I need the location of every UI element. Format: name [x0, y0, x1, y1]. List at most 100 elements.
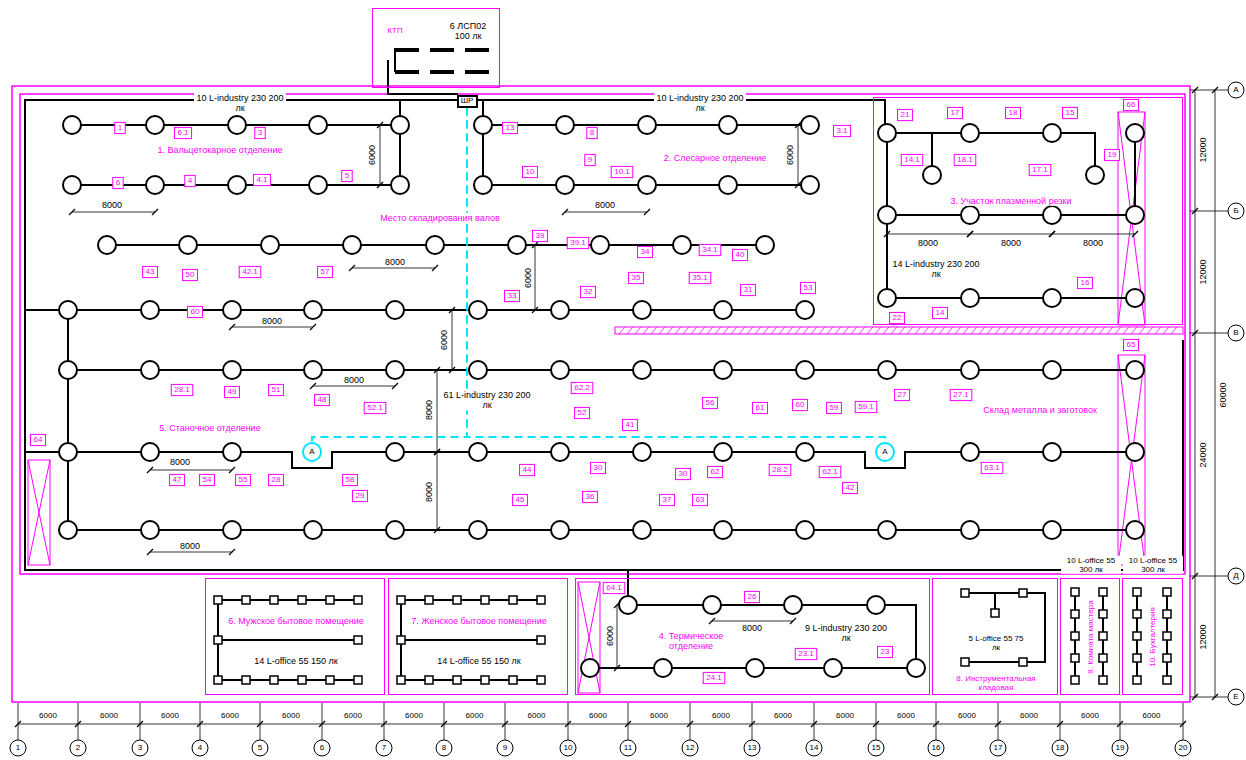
dimension-text: 6000	[711, 711, 731, 720]
equipment-number: 13	[505, 123, 516, 132]
dimension-text: 12000	[1198, 623, 1208, 650]
axis-mark: 11	[623, 743, 633, 752]
dimension-tick	[1117, 721, 1123, 727]
lamp-symbol	[386, 443, 404, 461]
wall-hatch	[883, 327, 889, 334]
equipment-number: 40	[735, 250, 746, 259]
equipment-number: 9	[587, 155, 593, 164]
equipment-number: 54	[202, 475, 213, 484]
lamp-symbol	[756, 236, 774, 254]
wall-hatch	[635, 327, 641, 334]
axis-mark: 20	[1178, 743, 1189, 752]
dimension-text: 8000	[101, 200, 123, 210]
lamp-symbol	[386, 361, 404, 379]
lamp-symbol	[551, 361, 569, 379]
lamp-symbol	[453, 676, 461, 684]
dimension-line	[444, 703, 445, 740]
equipment-number: 35	[631, 273, 642, 282]
gate-cross	[1118, 355, 1145, 565]
equipment-outline	[591, 462, 606, 473]
lamp-symbol	[141, 361, 159, 379]
equipment-outline	[585, 154, 595, 165]
room-name: 7. Женское бытовое помещение	[410, 616, 547, 626]
equipment-outline	[170, 474, 185, 485]
lamp-symbol	[961, 658, 969, 666]
dimension-text: 8000	[741, 623, 763, 633]
lamp-symbol	[146, 176, 164, 194]
equipment-outline	[315, 394, 330, 405]
dimension-tick	[1192, 694, 1198, 700]
lamp-symbol	[298, 676, 306, 684]
equipment-outline	[833, 125, 850, 136]
dimension-tick	[152, 209, 158, 215]
dimension-text: 6000	[588, 711, 608, 720]
lamp-symbol	[867, 596, 885, 614]
wall-hatch	[643, 327, 649, 334]
lamp-symbol	[481, 676, 489, 684]
equipment-number: 18	[1008, 108, 1019, 117]
wall-hatch	[979, 327, 985, 334]
wall-hatch	[1123, 327, 1129, 334]
dimension-tick	[995, 721, 1001, 727]
equipment-outline	[948, 107, 963, 118]
dimension-text: 6000	[605, 625, 615, 647]
equipment-number: 42	[845, 483, 856, 492]
wall-hatch	[1115, 327, 1121, 334]
dimension-text: 6000	[785, 144, 795, 166]
room-outline: 5 L-office 55 75 лк8. Инструментальная к…	[932, 578, 1058, 695]
dimension-line	[1183, 703, 1184, 740]
lamp-symbol	[703, 596, 721, 614]
lighting-wire	[590, 570, 916, 668]
lamp-symbol	[426, 236, 444, 254]
dimension-line	[1215, 90, 1216, 697]
dimension-line	[452, 310, 453, 370]
lamp-symbol	[551, 443, 569, 461]
gate-cross	[1118, 112, 1145, 325]
lamp-symbol	[270, 676, 278, 684]
lamp-symbol	[430, 70, 454, 74]
axis-circle	[928, 740, 944, 756]
dimension-text: 6000	[957, 711, 977, 720]
equipment-outline	[1105, 149, 1120, 160]
dimension-tick	[434, 449, 440, 455]
lamp-symbol	[907, 659, 925, 677]
equipment-number: 61	[755, 403, 766, 412]
lamp-symbol	[619, 596, 637, 614]
axis-circle	[10, 740, 26, 756]
dimension-tick	[377, 182, 383, 188]
axis-mark: В	[1232, 328, 1239, 337]
equipment-outline	[699, 244, 721, 255]
equipment-outline	[533, 230, 548, 241]
lamp-symbol	[397, 636, 405, 644]
lamp-symbol	[1163, 610, 1171, 618]
equipment-outline	[703, 397, 718, 408]
axis-circle	[1228, 203, 1244, 219]
equipment-number: 3	[257, 128, 263, 137]
equipment-number: 51	[271, 385, 282, 394]
wall-hatch	[1171, 327, 1177, 334]
dimension-text: 6000	[773, 711, 793, 720]
lamp-symbol	[961, 443, 979, 461]
wall-hatch	[619, 327, 625, 334]
axis-circle	[1228, 82, 1244, 98]
equipment-number: 60	[190, 307, 201, 316]
lighting-wire	[887, 297, 1135, 299]
equipment-number: 21	[900, 110, 911, 119]
wall-hatch	[947, 327, 953, 334]
equipment-outline	[253, 174, 270, 185]
lamp-symbol	[298, 596, 306, 604]
wall-hatch	[675, 327, 681, 334]
equipment-number: 62	[710, 467, 721, 476]
dimension-tick	[884, 231, 890, 237]
gate-cross	[578, 582, 600, 693]
lamp-symbol	[354, 596, 362, 604]
equipment-number: 48	[317, 395, 328, 404]
node-text: 14 L-office 55 150 лк	[436, 656, 522, 666]
equipment-outline	[623, 419, 638, 430]
wall-hatch	[691, 327, 697, 334]
lighting-wire	[401, 679, 541, 681]
area-name: Склад металла и заготовок	[982, 405, 1098, 415]
lighting-wire	[965, 661, 1023, 663]
area-name: Место складирования валов	[379, 213, 501, 223]
lamp-symbol	[179, 236, 197, 254]
